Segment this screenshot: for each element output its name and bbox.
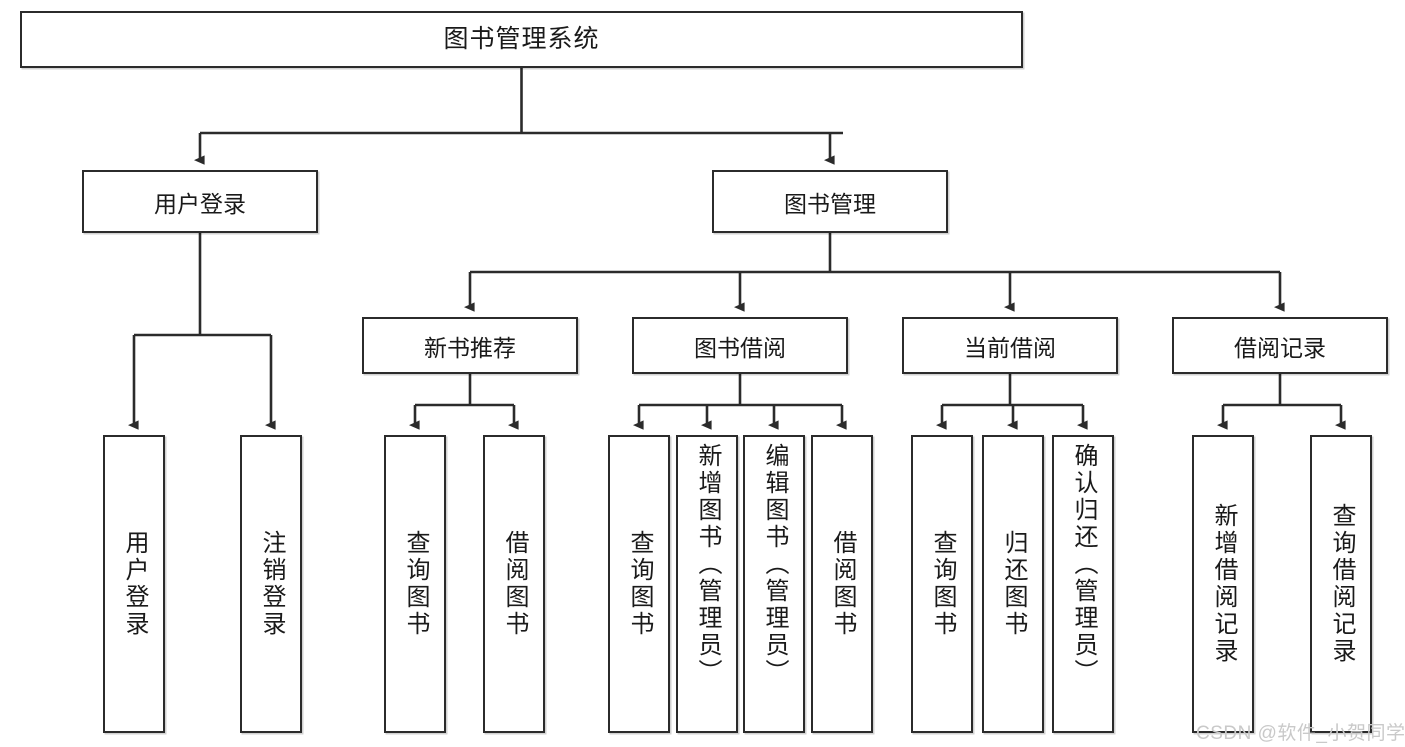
- node-leaf-borrow-book-2[interactable]: 借阅图书: [811, 435, 873, 733]
- node-leaf-edit-book[interactable]: 编辑图书（管理员）: [743, 435, 805, 733]
- node-leaf-query-book-2[interactable]: 查询图书: [608, 435, 670, 733]
- node-label: 查询图书: [929, 530, 956, 638]
- node-label: 新增图书（管理员）: [694, 443, 721, 686]
- node-label: 借阅图书: [829, 530, 856, 638]
- node-label: 用户登录: [121, 530, 148, 638]
- node-current-borrow[interactable]: 当前借阅: [902, 317, 1118, 374]
- node-leaf-borrow-book-1[interactable]: 借阅图书: [483, 435, 545, 733]
- node-new-book-recommend[interactable]: 新书推荐: [362, 317, 578, 374]
- node-label: 新书推荐: [424, 334, 516, 361]
- node-book-borrow[interactable]: 图书借阅: [632, 317, 848, 374]
- node-leaf-add-record[interactable]: 新增借阅记录: [1192, 435, 1254, 733]
- node-root-system[interactable]: 图书管理系统: [20, 11, 1023, 68]
- node-label: 图书管理: [784, 190, 876, 217]
- node-user-login[interactable]: 用户登录: [82, 170, 318, 233]
- node-label: 查询借阅记录: [1328, 503, 1355, 665]
- node-label: 确认归还（管理员）: [1070, 443, 1097, 686]
- node-borrow-record[interactable]: 借阅记录: [1172, 317, 1388, 374]
- node-leaf-query-book-1[interactable]: 查询图书: [384, 435, 446, 733]
- node-leaf-query-record[interactable]: 查询借阅记录: [1310, 435, 1372, 733]
- node-label: 图书管理系统: [443, 24, 600, 53]
- node-label: 新增借阅记录: [1210, 503, 1237, 665]
- node-label: 借阅记录: [1234, 334, 1326, 361]
- node-leaf-return-book[interactable]: 归还图书: [982, 435, 1044, 733]
- node-label: 注销登录: [258, 530, 285, 638]
- csdn-watermark: CSDN @软件_小贺同学: [1196, 723, 1405, 744]
- node-leaf-add-book[interactable]: 新增图书（管理员）: [676, 435, 738, 733]
- node-leaf-query-book-3[interactable]: 查询图书: [911, 435, 973, 733]
- node-label: 借阅图书: [501, 530, 528, 638]
- node-label: 归还图书: [1000, 530, 1027, 638]
- node-label: 当前借阅: [964, 334, 1056, 361]
- node-label: 用户登录: [154, 190, 246, 217]
- node-leaf-user-logout[interactable]: 注销登录: [240, 435, 302, 733]
- node-leaf-user-login[interactable]: 用户登录: [103, 435, 165, 733]
- node-label: 编辑图书（管理员）: [761, 443, 788, 686]
- node-label: 查询图书: [402, 530, 429, 638]
- node-label: 图书借阅: [694, 334, 786, 361]
- node-leaf-confirm-return[interactable]: 确认归还（管理员）: [1052, 435, 1114, 733]
- node-label: 查询图书: [626, 530, 653, 638]
- node-book-manage[interactable]: 图书管理: [712, 170, 948, 233]
